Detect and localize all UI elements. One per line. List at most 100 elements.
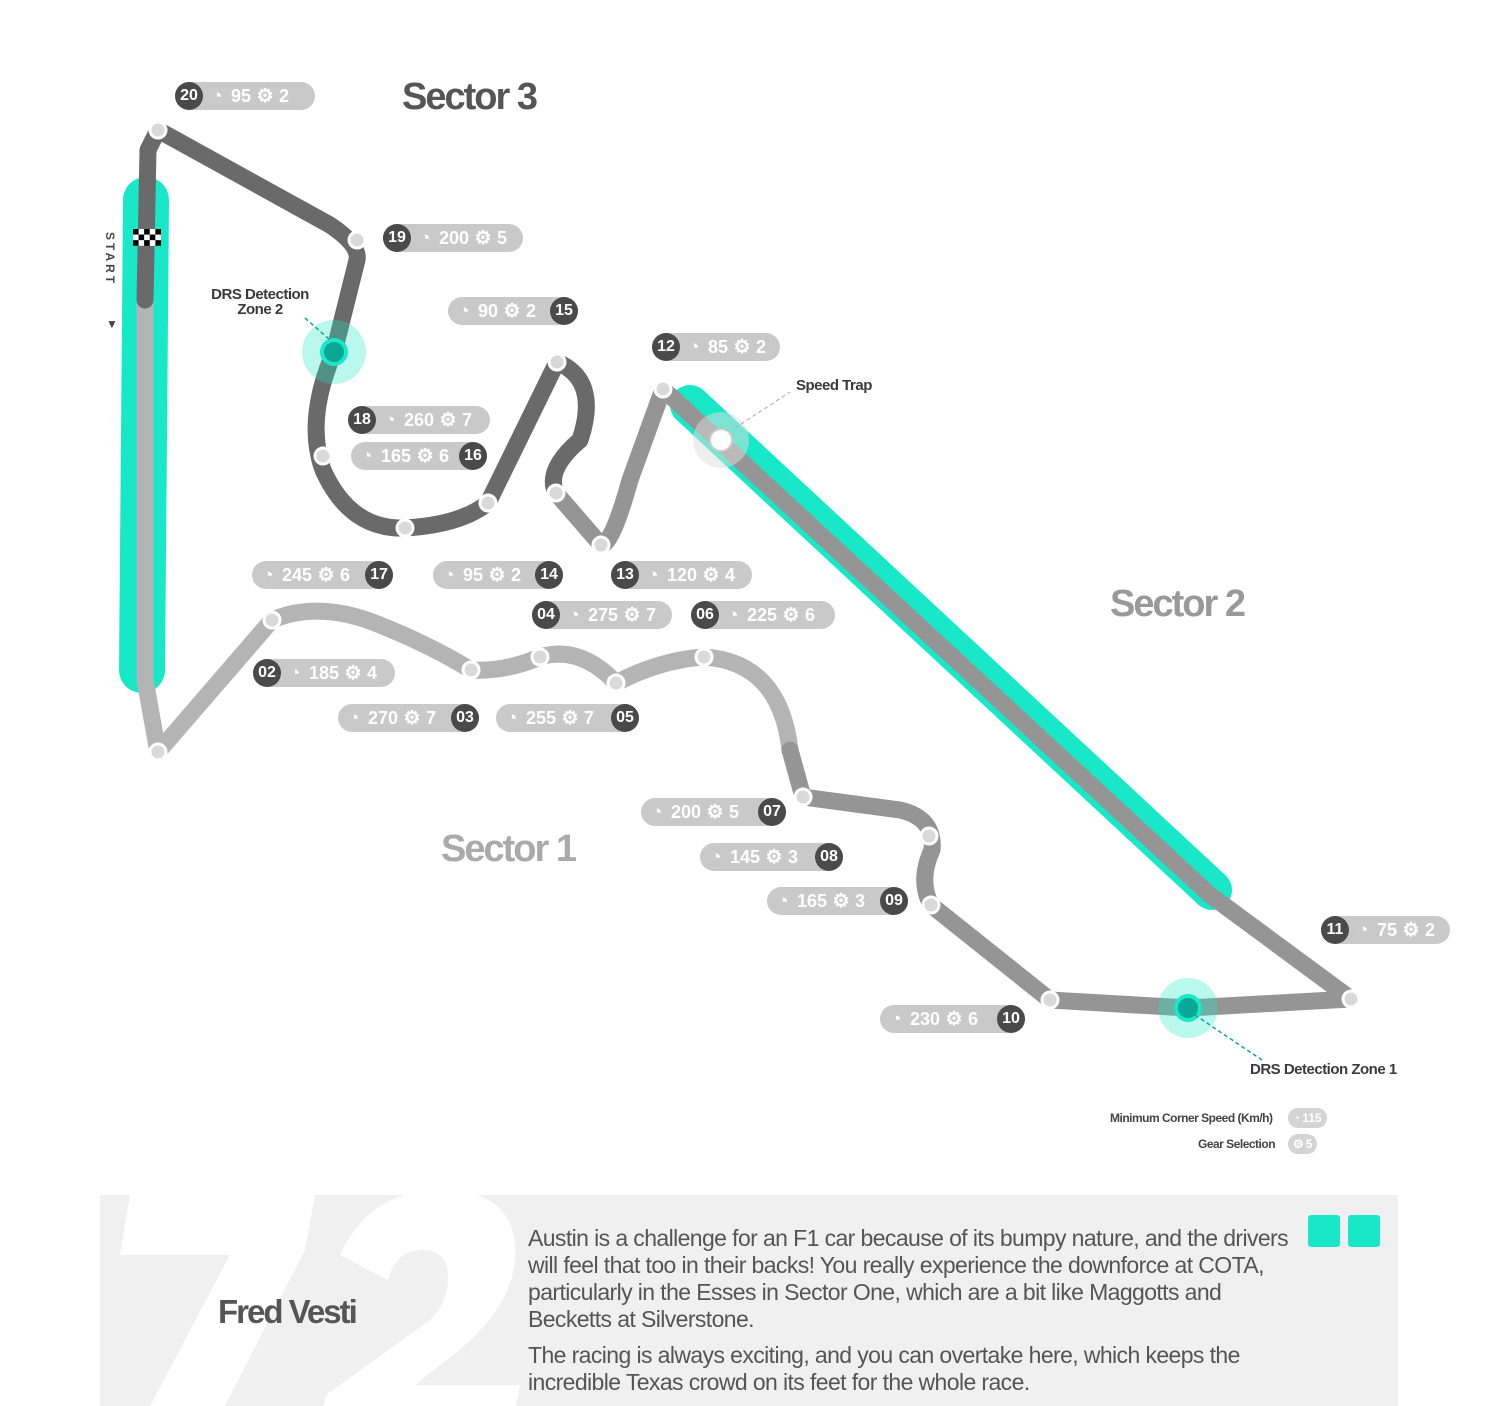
corner-06-badge: 06◔225⚙6 bbox=[691, 601, 835, 629]
speedometer-icon: ◔ bbox=[1293, 1111, 1301, 1125]
corner-number: 08 bbox=[815, 843, 843, 871]
speedometer-icon: ◔ bbox=[289, 662, 301, 684]
checker-square bbox=[144, 240, 150, 246]
corner-speed: 260 bbox=[404, 409, 435, 430]
quote-mark-icon bbox=[1348, 1215, 1380, 1247]
corner-number: 06 bbox=[691, 601, 719, 629]
legend-speed-example: 115 bbox=[1302, 1111, 1322, 1125]
drs-detection-zone-2-label: DRS Detection Zone 2 bbox=[211, 286, 309, 318]
corner-number: 13 bbox=[611, 561, 639, 589]
speed-trap-label: Speed Trap bbox=[796, 377, 872, 394]
speedometer-icon: ◔ bbox=[890, 1008, 902, 1030]
checker-square bbox=[149, 229, 156, 235]
checker-square bbox=[133, 240, 139, 246]
speedometer-icon: ◔ bbox=[443, 564, 455, 586]
legend-speed-pill: ◔115 bbox=[1288, 1108, 1327, 1128]
corner-node bbox=[591, 535, 611, 555]
driver-quote-panel: Fred Vesti Austin is a challenge for an … bbox=[100, 1195, 1398, 1406]
corner-speed: 185 bbox=[309, 662, 340, 683]
corner-gear: 2 bbox=[1425, 919, 1436, 940]
corner-speed: 120 bbox=[667, 564, 698, 585]
speedometer-icon: ◔ bbox=[651, 801, 663, 823]
speedometer-icon: ◔ bbox=[727, 604, 739, 626]
gear-icon: ⚙ bbox=[403, 707, 421, 729]
corner-gear: 3 bbox=[788, 846, 799, 867]
corner-speed: 145 bbox=[730, 846, 761, 867]
gear-icon: ⚙ bbox=[765, 846, 783, 868]
speedometer-icon: ◔ bbox=[1357, 919, 1369, 941]
corner-speed: 275 bbox=[588, 604, 619, 625]
checker-square bbox=[144, 229, 150, 235]
corner-node bbox=[921, 895, 941, 915]
sector-2-label: Sector 2 bbox=[1110, 583, 1246, 625]
speed-trap-leader-line bbox=[734, 391, 791, 429]
corner-gear: 2 bbox=[756, 336, 767, 357]
corner-gear: 7 bbox=[462, 409, 473, 430]
speed-trap-point bbox=[709, 428, 733, 452]
legend-gear-example: 5 bbox=[1305, 1137, 1313, 1151]
corner-node bbox=[461, 660, 481, 680]
gear-icon: ⚙ bbox=[488, 564, 506, 586]
checker-square bbox=[133, 234, 139, 241]
speedometer-icon: ◔ bbox=[710, 846, 722, 868]
corner-speed: 255 bbox=[526, 707, 557, 728]
corner-19-badge: 19◔200⚙5 bbox=[383, 224, 523, 252]
speedometer-icon: ◔ bbox=[262, 564, 274, 586]
corner-12-badge: 12◔85⚙2 bbox=[652, 333, 780, 361]
gear-icon: ⚙ bbox=[1402, 919, 1420, 941]
corner-gear: 4 bbox=[367, 662, 378, 683]
legend-speed-label: Minimum Corner Speed (Km/h) bbox=[1110, 1111, 1273, 1125]
corner-node bbox=[547, 352, 567, 372]
corner-number: 10 bbox=[997, 1005, 1025, 1033]
corner-node bbox=[793, 787, 813, 807]
corner-speed: 225 bbox=[747, 604, 778, 625]
corner-11-badge: 11◔75⚙2 bbox=[1321, 916, 1450, 944]
legend-gear-label: Gear Selection bbox=[1198, 1137, 1276, 1151]
track-sector-3 bbox=[136, 121, 595, 537]
speedometer-icon: ◔ bbox=[211, 85, 223, 107]
corner-02-badge: 02◔185⚙4 bbox=[253, 659, 395, 687]
speedometer-icon: ◔ bbox=[777, 890, 789, 912]
corner-18-badge: 18◔260⚙7 bbox=[348, 406, 490, 434]
corner-node bbox=[546, 483, 566, 503]
checker-square bbox=[138, 234, 145, 241]
corner-08-badge: ◔ 145⚙3 08 bbox=[700, 843, 843, 871]
corner-gear: 4 bbox=[725, 564, 736, 585]
gear-icon: ⚙ bbox=[416, 445, 434, 467]
legend-gear-pill: ⚙5 bbox=[1288, 1134, 1318, 1154]
corner-speed: 245 bbox=[282, 564, 313, 585]
corner-speed: 230 bbox=[910, 1008, 941, 1029]
corner-gear: 6 bbox=[968, 1008, 979, 1029]
corner-nodes bbox=[148, 120, 1361, 1010]
checker-square bbox=[155, 229, 161, 235]
checker-square bbox=[155, 234, 161, 241]
finish-line-icon bbox=[133, 229, 161, 246]
corner-node bbox=[653, 379, 673, 399]
checker-square bbox=[149, 234, 156, 241]
checker-square bbox=[133, 229, 139, 235]
corner-speed: 85 bbox=[708, 336, 729, 357]
start-label: START bbox=[103, 232, 117, 287]
corner-gear: 7 bbox=[426, 707, 437, 728]
corner-node bbox=[313, 446, 333, 466]
drs-detection-zone-1-label: DRS Detection Zone 1 bbox=[1250, 1061, 1397, 1078]
speedometer-icon: ◔ bbox=[688, 336, 700, 358]
driver-name: Fred Vesti bbox=[218, 1293, 358, 1330]
corner-node bbox=[1341, 989, 1361, 1009]
sector-1-label: Sector 1 bbox=[441, 828, 577, 870]
corner-gear: 5 bbox=[497, 227, 508, 248]
corner-number: 09 bbox=[880, 887, 908, 915]
gear-icon: ⚙ bbox=[623, 604, 641, 626]
gear-icon: ⚙ bbox=[945, 1008, 963, 1030]
corner-10-badge: ◔ 230⚙6 10 bbox=[880, 1005, 1025, 1033]
speedometer-icon: ◔ bbox=[568, 604, 580, 626]
driver-number-watermark bbox=[120, 1195, 520, 1406]
corner-number: 07 bbox=[758, 798, 786, 826]
corner-node bbox=[395, 518, 415, 538]
